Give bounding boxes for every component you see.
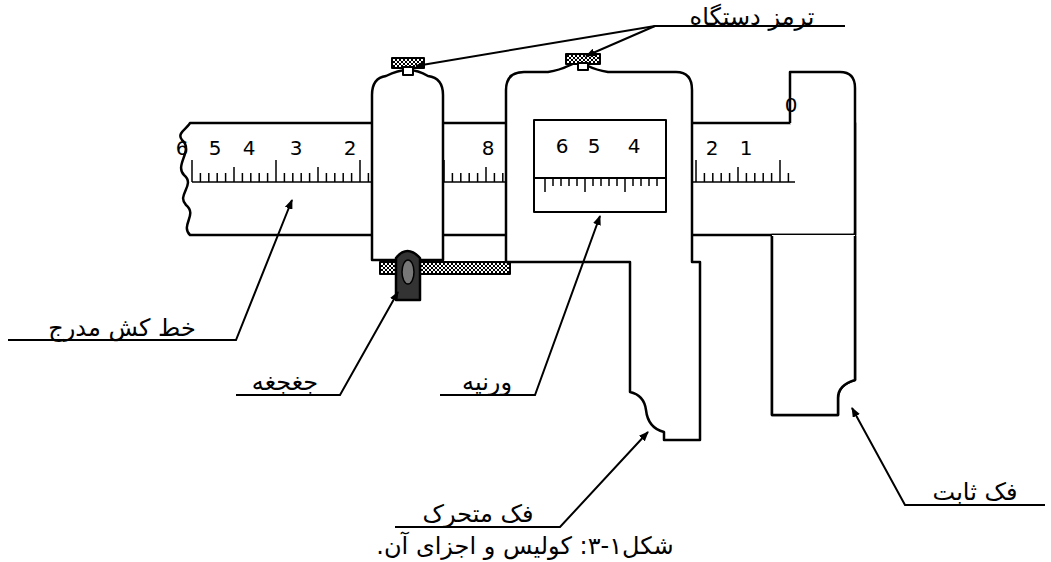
scale-tick bbox=[624, 178, 626, 192]
vernier-number: 4 bbox=[628, 135, 641, 157]
part-name: فک ثابت bbox=[933, 479, 1018, 505]
scale-tick bbox=[746, 173, 748, 182]
scale-tick bbox=[216, 173, 218, 182]
scale-tick bbox=[737, 167, 739, 182]
vernier-window bbox=[534, 120, 666, 212]
scale-tick bbox=[560, 178, 562, 186]
scale-number: 2 bbox=[706, 137, 719, 159]
scale-tick bbox=[225, 173, 227, 182]
part-name: فک متحرک bbox=[423, 501, 534, 527]
leader-line bbox=[236, 292, 398, 395]
scale-number: 8 bbox=[482, 137, 495, 159]
leader-line bbox=[440, 216, 600, 395]
scale-tick bbox=[477, 173, 479, 182]
scale-tick bbox=[616, 178, 618, 186]
scale-tick bbox=[494, 173, 496, 182]
leader-line bbox=[395, 432, 648, 527]
scale-tick bbox=[460, 173, 462, 182]
scale-tick bbox=[208, 173, 210, 182]
scale-tick bbox=[584, 178, 586, 192]
scale-tick bbox=[720, 173, 722, 182]
scale-tick bbox=[632, 178, 634, 186]
scale-tick bbox=[485, 167, 487, 182]
leader-line bbox=[586, 26, 655, 56]
scale-tick bbox=[242, 173, 244, 182]
scale-tick bbox=[754, 173, 756, 182]
scale-number: 4 bbox=[243, 137, 256, 159]
scale-tick bbox=[544, 178, 546, 192]
scale-tick bbox=[608, 178, 610, 186]
scale-tick bbox=[368, 173, 370, 182]
adjust-clamp bbox=[372, 70, 443, 260]
scale-tick bbox=[771, 173, 773, 182]
scale-tick bbox=[326, 173, 328, 182]
scale-tick bbox=[284, 173, 286, 182]
scale-tick bbox=[342, 173, 344, 182]
scale-tick bbox=[712, 173, 714, 182]
scale-tick bbox=[552, 178, 554, 186]
scale-tick bbox=[779, 160, 781, 182]
scale-number: 0 bbox=[785, 94, 798, 116]
scale-tick bbox=[452, 173, 454, 182]
scale-tick bbox=[762, 173, 764, 182]
figure-caption: شکل۱-۳: کولیس و اجزای آن. bbox=[376, 533, 673, 559]
scale-tick bbox=[695, 160, 697, 182]
vernier-slider bbox=[506, 63, 700, 440]
scale-tick bbox=[309, 173, 311, 182]
scale-tick bbox=[275, 160, 277, 182]
part-name: جغجغه bbox=[252, 369, 318, 395]
scale-tick bbox=[359, 160, 361, 182]
scale-number: 2 bbox=[344, 137, 357, 159]
scale-number: 5 bbox=[209, 137, 222, 159]
scale-tick bbox=[334, 173, 336, 182]
leader-line bbox=[852, 408, 1045, 505]
scale-number: 1 bbox=[740, 137, 753, 159]
scale-tick bbox=[292, 173, 294, 182]
scale-tick bbox=[729, 173, 731, 182]
scale-tick bbox=[258, 173, 260, 182]
scale-tick bbox=[656, 178, 658, 186]
scale-tick bbox=[300, 173, 302, 182]
part-name: ترمز دستگاه bbox=[690, 4, 815, 30]
vernier-number: 6 bbox=[556, 135, 569, 157]
scale-tick bbox=[267, 173, 269, 182]
scale-tick bbox=[250, 173, 252, 182]
scale-tick bbox=[600, 178, 602, 186]
scale-tick bbox=[192, 181, 795, 183]
scale-number: 6 bbox=[176, 137, 189, 159]
leader-line bbox=[416, 26, 845, 66]
vernier-number: 5 bbox=[588, 135, 601, 157]
part-name: ورنیه bbox=[462, 369, 512, 395]
scale-tick bbox=[788, 173, 790, 182]
scale-tick bbox=[648, 178, 650, 186]
scale-tick bbox=[351, 173, 353, 182]
fixed-jaw bbox=[772, 72, 855, 415]
scale-number: 3 bbox=[290, 137, 303, 159]
scale-tick bbox=[640, 178, 642, 186]
scale-tick bbox=[576, 178, 578, 186]
scale-tick bbox=[568, 178, 570, 186]
scale-tick bbox=[317, 167, 319, 182]
scale-tick bbox=[502, 173, 504, 182]
scale-tick bbox=[233, 167, 235, 182]
scale-tick bbox=[200, 173, 202, 182]
scale-tick bbox=[592, 178, 594, 186]
scale-tick bbox=[191, 160, 193, 182]
scale-tick bbox=[468, 173, 470, 182]
part-name: خط کش مدرج bbox=[48, 315, 195, 341]
scale-tick bbox=[704, 173, 706, 182]
ratchet-nut bbox=[396, 251, 420, 300]
